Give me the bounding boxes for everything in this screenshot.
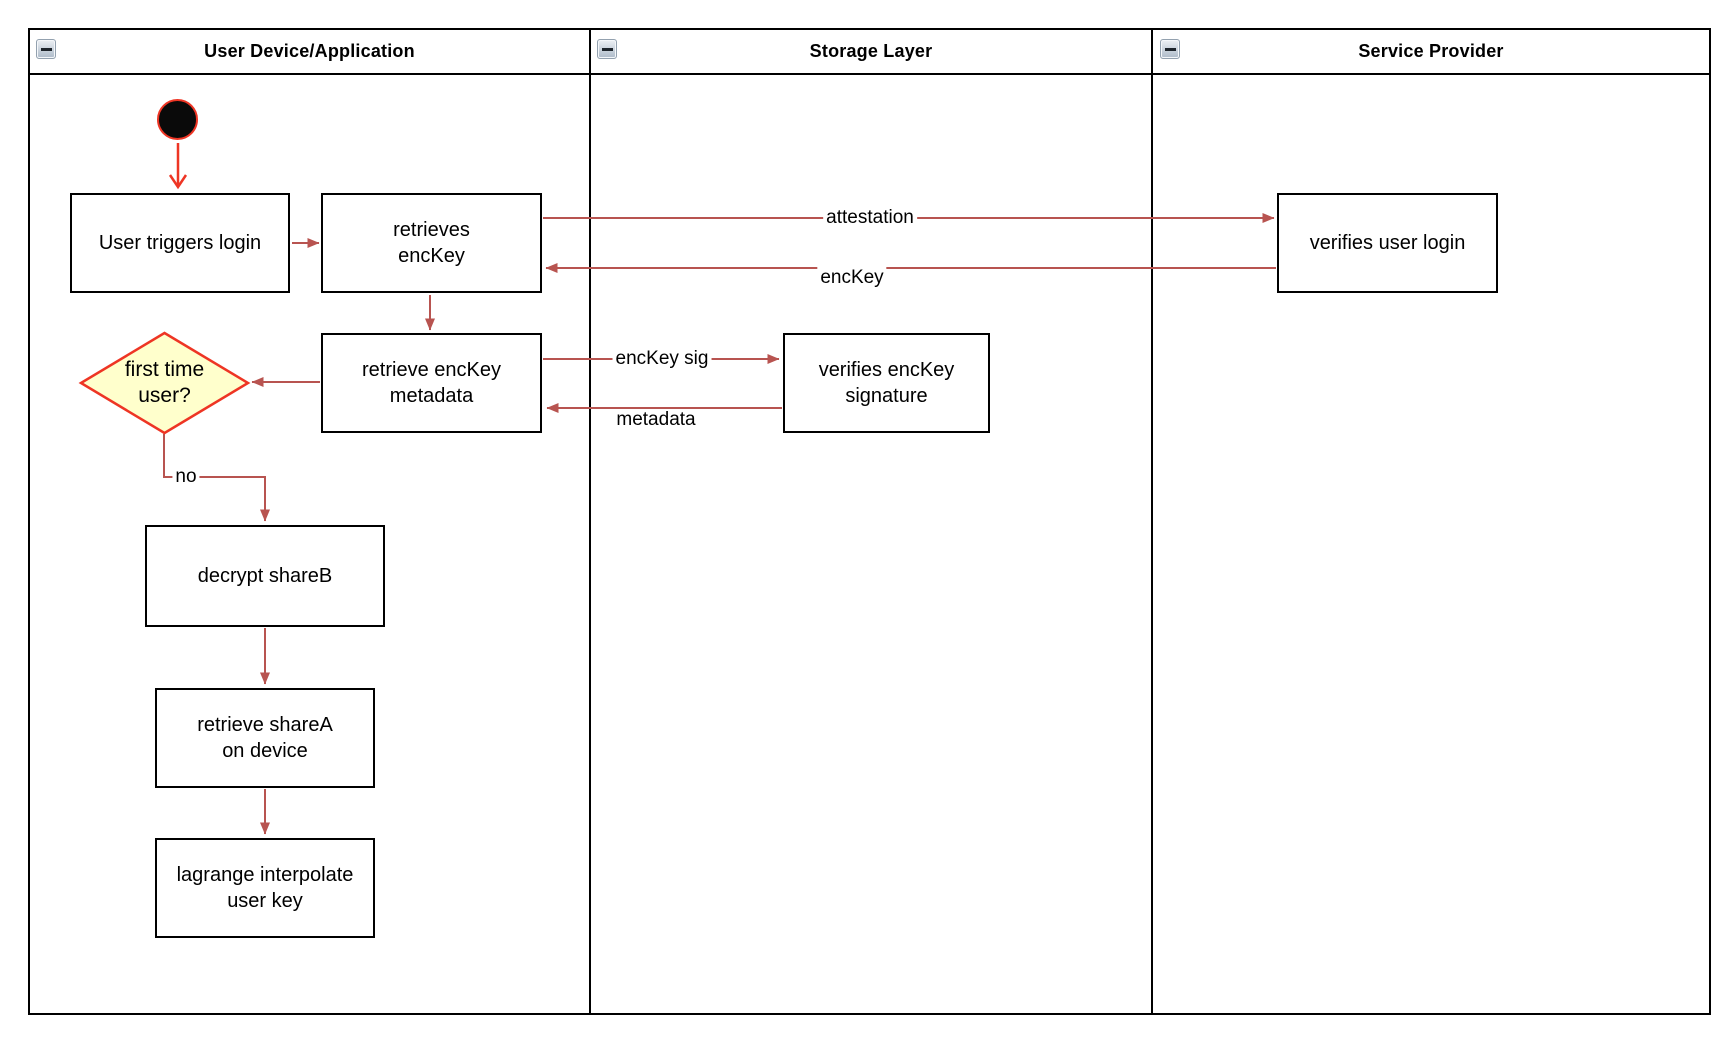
lane-title-storage-layer: Storage Layer [809, 40, 933, 61]
lane-header-storage-layer[interactable]: Storage Layer [591, 28, 1151, 74]
collapse-lane-icon[interactable] [597, 39, 617, 59]
edge-label-metadata[interactable]: metadata [613, 409, 699, 431]
collapse-lane-icon[interactable] [1160, 39, 1180, 59]
edge-decision-no[interactable] [163, 434, 270, 522]
edge-label-enckey[interactable]: encKey [817, 267, 887, 289]
edge-start[interactable] [168, 143, 188, 190]
node-retrieve-sharea[interactable]: retrieve shareA on device [155, 688, 375, 788]
node-decrypt-shareb[interactable]: decrypt shareB [145, 525, 385, 627]
decision-first-time-user[interactable]: first time user? [124, 357, 205, 407]
collapse-lane-icon[interactable] [36, 39, 56, 59]
node-retrieve-enckey-metadata[interactable]: retrieve encKey metadata [321, 333, 542, 433]
lane-divider-2 [1151, 28, 1153, 1015]
decision-diamond[interactable] [78, 331, 251, 435]
edge-label-attestation[interactable]: attestation [823, 207, 917, 229]
lane-title-user-device: User Device/Application [204, 40, 415, 61]
node-verifies-enckey-signature[interactable]: verifies encKey signature [783, 333, 990, 433]
edge-label-enckey-sig[interactable]: encKey sig [612, 348, 712, 370]
node-user-triggers-login[interactable]: User triggers login [70, 193, 290, 293]
node-retrieves-enckey[interactable]: retrieves encKey [321, 193, 542, 293]
lane-header-service-provider[interactable]: Service Provider [1153, 28, 1709, 74]
lane-divider-1 [589, 28, 591, 1015]
start-node[interactable] [157, 99, 198, 140]
lane-header-user-device[interactable]: User Device/Application [30, 28, 589, 74]
node-lagrange-interpolate[interactable]: lagrange interpolate user key [155, 838, 375, 938]
lane-title-service-provider: Service Provider [1358, 40, 1504, 61]
lane-header-underline [28, 73, 1711, 75]
node-verifies-user-login[interactable]: verifies user login [1277, 193, 1498, 293]
edge-label-no[interactable]: no [172, 466, 200, 488]
